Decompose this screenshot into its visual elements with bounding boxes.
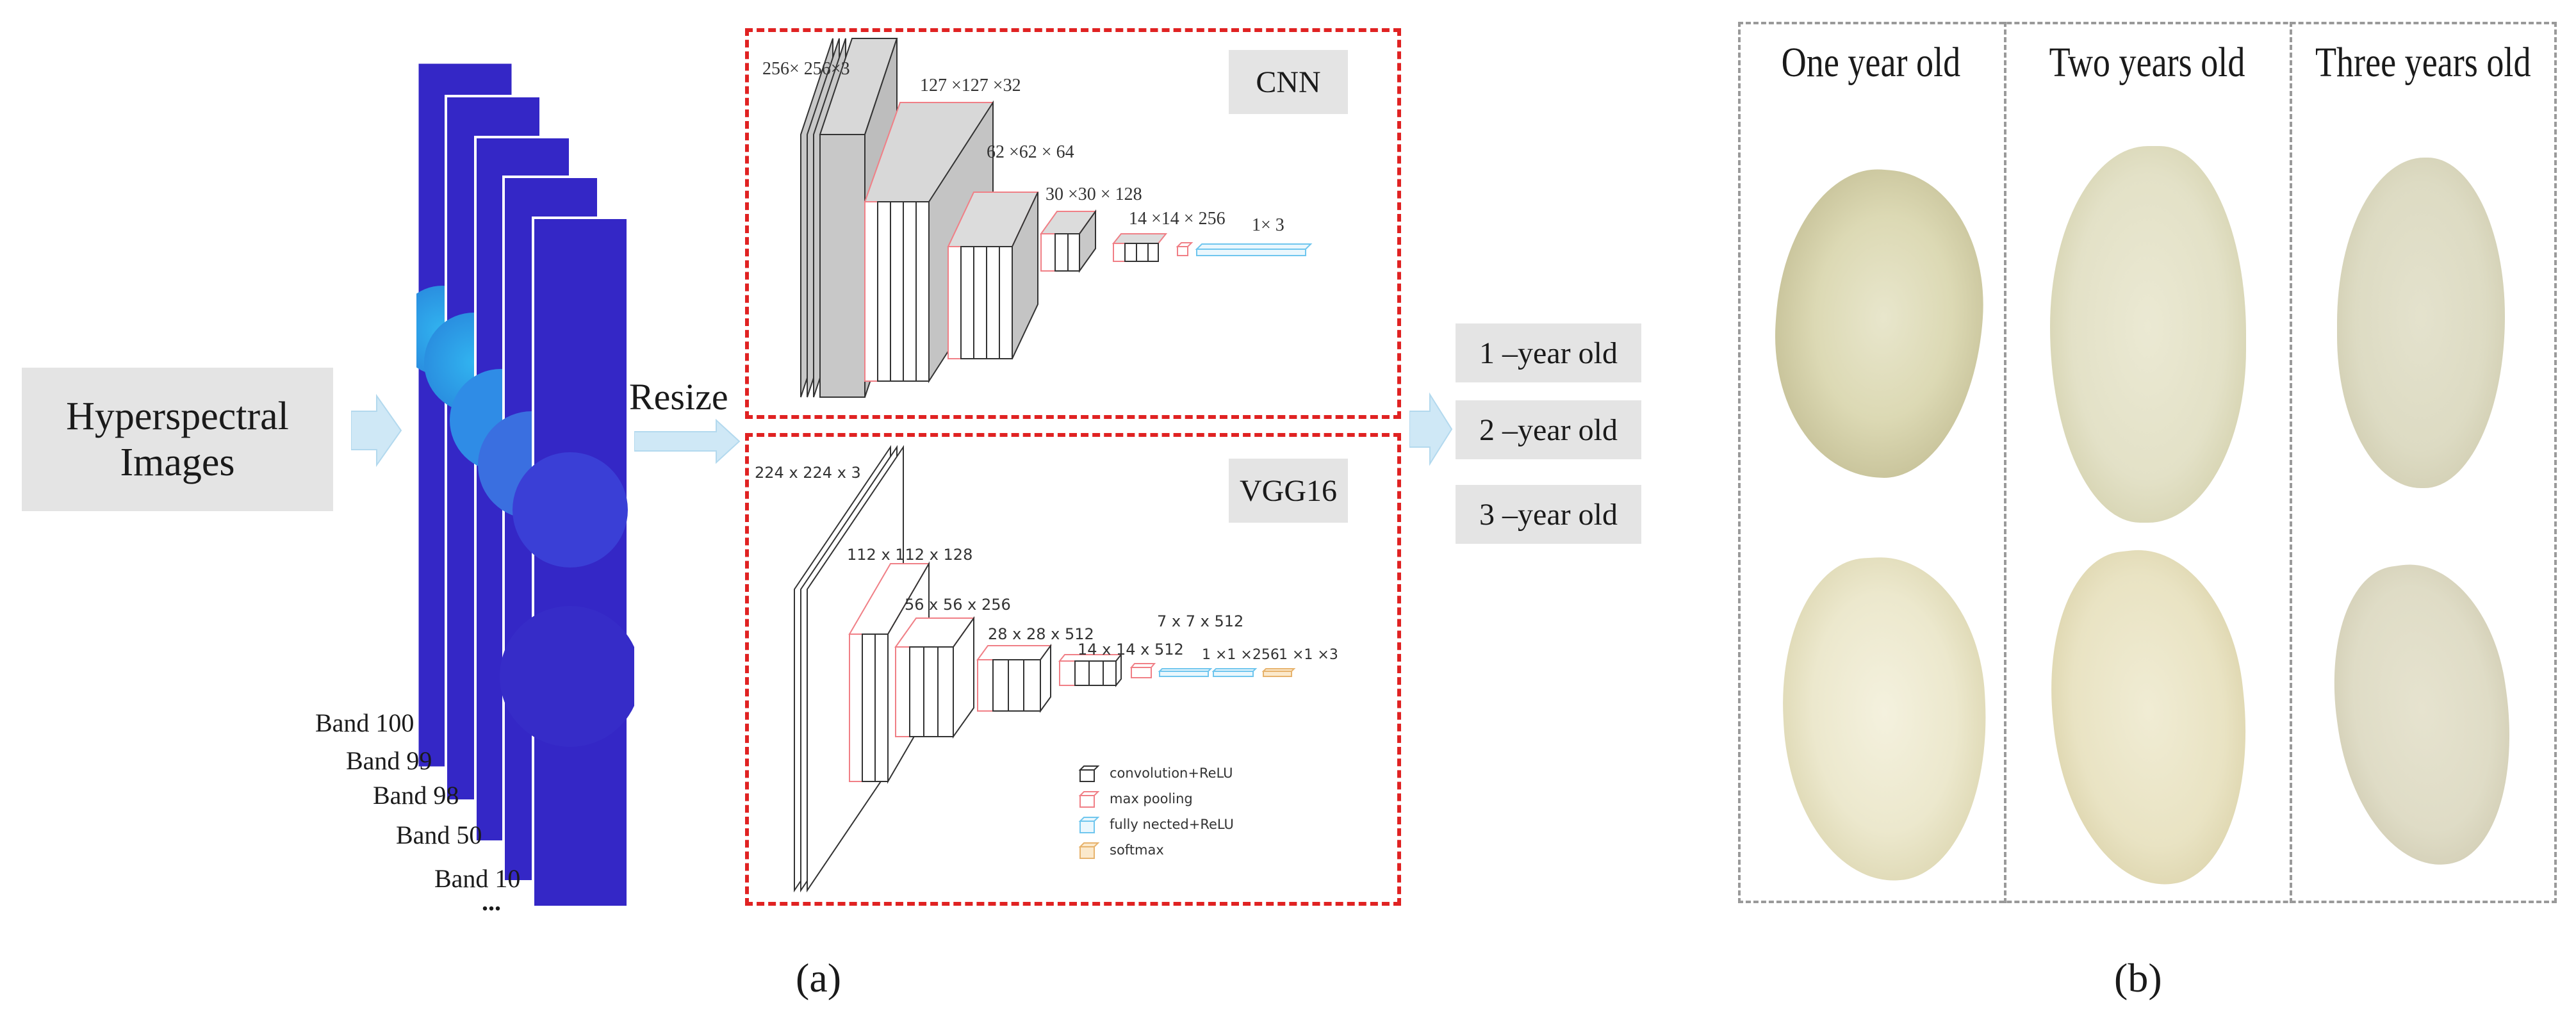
output-label-3: 3 –year old bbox=[1479, 497, 1618, 532]
column-title-3: Three years old bbox=[2315, 39, 2531, 86]
legend-icon-pool bbox=[1078, 791, 1100, 808]
cnn-layer-label-1: 256× 256×3 bbox=[762, 59, 850, 79]
cnn-block-conv3 bbox=[947, 192, 1039, 359]
band-image-10 bbox=[500, 217, 641, 908]
legend-label-fc: fully nected+ReLU bbox=[1110, 817, 1234, 832]
sample-2yr-top bbox=[2050, 146, 2246, 523]
band-ellipsis: ... bbox=[482, 887, 501, 916]
output-label-1: 1 –year old bbox=[1479, 336, 1618, 370]
cnn-title-box: CNN bbox=[1229, 50, 1348, 114]
hyperspectral-images-box: Hyperspectral Images bbox=[22, 368, 333, 511]
column-title-2: Two years old bbox=[2049, 39, 2245, 86]
vgg-layer-label-8: 1 ×1 ×3 bbox=[1279, 647, 1338, 663]
vgg-block-fc1 bbox=[1158, 668, 1213, 677]
input-arrow bbox=[351, 393, 402, 468]
vgg-block-4 bbox=[976, 643, 1052, 714]
band-label-99: Band 99 bbox=[346, 746, 432, 775]
column-title-3-wrap: Three years old bbox=[2290, 38, 2557, 87]
resize-arrow bbox=[634, 419, 741, 464]
resize-label: Resize bbox=[629, 376, 728, 418]
vgg-layer-label-4: 28 x 28 x 512 bbox=[988, 625, 1094, 643]
cnn-title: CNN bbox=[1256, 65, 1321, 99]
vgg-layer-label-3: 56 x 56 x 256 bbox=[905, 596, 1011, 614]
vgg-layer-label-2: 112 x 112 x 128 bbox=[847, 546, 973, 564]
legend-label-pool: max pooling bbox=[1110, 791, 1193, 806]
sample-panel bbox=[1738, 22, 2557, 903]
hyperspectral-images-label: Hyperspectral Images bbox=[66, 395, 289, 484]
band-label-100: Band 100 bbox=[315, 708, 414, 737]
vgg-architecture bbox=[794, 445, 1296, 893]
cnn-block-conv4 bbox=[1040, 209, 1097, 274]
legend-label-conv: convolution+ReLU bbox=[1110, 765, 1233, 781]
column-separator-1 bbox=[2004, 22, 2006, 903]
vgg-block-pool bbox=[1129, 663, 1156, 678]
vgg-title: VGG16 bbox=[1240, 473, 1337, 508]
vgg-layer-label-6: 7 x 7 x 512 bbox=[1157, 612, 1244, 630]
output-box-2: 2 –year old bbox=[1456, 400, 1641, 459]
cnn-layer-label-2: 127 ×127 ×32 bbox=[920, 76, 1021, 95]
vgg-block-fc2 bbox=[1211, 668, 1258, 677]
output-arrow bbox=[1409, 392, 1453, 466]
caption-a: (a) bbox=[796, 955, 842, 1001]
column-title-1-wrap: One year old bbox=[1738, 38, 2004, 87]
column-separator-2 bbox=[2290, 22, 2292, 903]
cnn-layer-label-6: 1× 3 bbox=[1252, 215, 1284, 235]
band-label-10: Band 10 bbox=[434, 864, 521, 893]
cnn-block-pool bbox=[1176, 242, 1194, 256]
vgg-layer-label-1: 224 x 224 x 3 bbox=[755, 464, 861, 482]
cnn-architecture bbox=[800, 38, 1313, 398]
vgg-frame bbox=[745, 433, 1401, 906]
output-box-3: 3 –year old bbox=[1456, 485, 1641, 544]
vgg-legend-icons bbox=[1078, 765, 1100, 859]
vgg-block-3 bbox=[894, 616, 975, 739]
column-title-1: One year old bbox=[1781, 39, 1961, 86]
vgg-layer-label-5: 14 x 14 x 512 bbox=[1078, 641, 1184, 658]
caption-b: (b) bbox=[2114, 955, 2162, 1001]
band-label-98: Band 98 bbox=[373, 781, 459, 810]
band-stack bbox=[397, 61, 641, 908]
cnn-block-conv5 bbox=[1112, 233, 1168, 262]
legend-icon-conv bbox=[1078, 765, 1100, 782]
output-box-1: 1 –year old bbox=[1456, 323, 1641, 382]
vgg-title-box: VGG16 bbox=[1229, 459, 1348, 523]
band-label-50: Band 50 bbox=[396, 821, 482, 849]
vgg-block-softmax bbox=[1261, 668, 1296, 677]
cnn-layer-label-3: 62 ×62 × 64 bbox=[987, 142, 1074, 162]
sample-3yr-top bbox=[2337, 158, 2505, 488]
column-title-2-wrap: Two years old bbox=[2004, 38, 2290, 87]
output-label-2: 2 –year old bbox=[1479, 413, 1618, 447]
cnn-layer-label-4: 30 ×30 × 128 bbox=[1046, 184, 1142, 204]
legend-icon-softmax bbox=[1078, 842, 1100, 859]
cnn-block-fc bbox=[1195, 243, 1313, 256]
band-stack-graphic bbox=[397, 61, 641, 908]
legend-icon-fc bbox=[1078, 817, 1100, 833]
vgg-layer-label-7: 1 ×1 ×256 bbox=[1202, 647, 1279, 663]
cnn-layer-label-5: 14 ×14 × 256 bbox=[1129, 209, 1226, 229]
vgg-block-5 bbox=[1058, 653, 1123, 687]
cnn-frame bbox=[745, 28, 1401, 419]
legend-label-softmax: softmax bbox=[1110, 842, 1164, 858]
